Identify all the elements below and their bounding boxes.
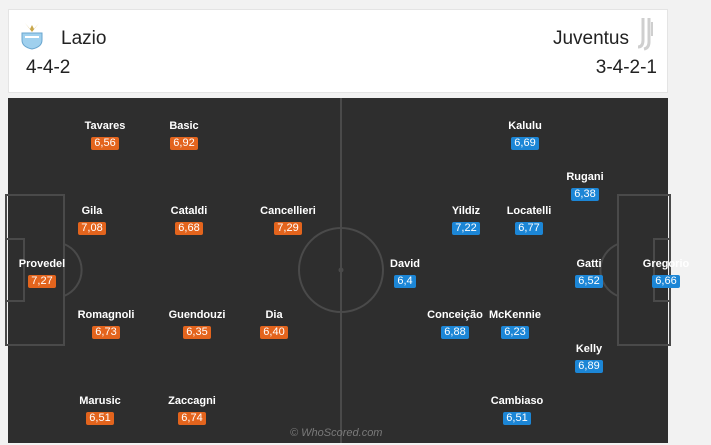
player-name: Marusic [79, 395, 121, 407]
player-rating-badge: 7,27 [28, 275, 56, 288]
home-player-marker[interactable]: Tavares 6,56 [60, 120, 150, 151]
player-rating-badge: 6,4 [394, 275, 416, 288]
away-player-marker[interactable]: Kalulu 6,69 [480, 120, 570, 151]
player-name: Gatti [576, 258, 602, 270]
player-name: Cancellieri [260, 205, 316, 217]
player-rating-badge: 7,22 [452, 222, 480, 235]
player-name: Kalulu [508, 120, 542, 132]
away-player-marker[interactable]: Conceição 6,88 [410, 309, 500, 340]
whoscored-watermark: © WhoScored.com [290, 427, 383, 439]
player-name: McKennie [489, 309, 541, 321]
away-player-marker[interactable]: Gregorio 6,66 [621, 258, 711, 289]
away-player-marker[interactable]: Yildiz 7,22 [421, 205, 511, 236]
player-rating-badge: 6,68 [175, 222, 203, 235]
player-name: Locatelli [506, 205, 552, 217]
home-player-marker[interactable]: Zaccagni 6,74 [147, 395, 237, 426]
player-name: Provedel [18, 258, 66, 270]
player-name: Rugani [566, 171, 604, 183]
player-name: Dia [265, 309, 283, 321]
away-formation: 3-4-2-1 [595, 57, 657, 78]
home-player-marker[interactable]: Guendouzi 6,35 [152, 309, 242, 340]
home-team-name: Lazio [61, 28, 107, 49]
player-rating-badge: 6,51 [86, 412, 114, 425]
away-player-marker[interactable]: Cambiaso 6,51 [472, 395, 562, 426]
player-rating-badge: 6,77 [515, 222, 543, 235]
player-rating-badge: 6,89 [575, 360, 603, 373]
player-name: Cataldi [170, 205, 208, 217]
home-player-marker[interactable]: Basic 6,92 [139, 120, 229, 151]
home-player-marker[interactable]: Provedel 7,27 [0, 258, 87, 289]
player-rating-badge: 6,73 [92, 326, 120, 339]
player-rating-badge: 6,38 [571, 188, 599, 201]
player-name: Romagnoli [77, 309, 135, 321]
player-name: Zaccagni [168, 395, 216, 407]
player-rating-badge: 6,51 [503, 412, 531, 425]
player-name: Gregorio [642, 258, 690, 270]
home-player-marker[interactable]: Romagnoli 6,73 [61, 309, 151, 340]
away-player-marker[interactable]: McKennie 6,23 [470, 309, 560, 340]
player-rating-badge: 6,23 [501, 326, 529, 339]
lazio-crest-icon [21, 23, 43, 50]
home-player-marker[interactable]: Cataldi 6,68 [144, 205, 234, 236]
player-name: Basic [169, 120, 199, 132]
player-name: Cambiaso [490, 395, 544, 407]
player-rating-badge: 6,52 [575, 275, 603, 288]
away-player-marker[interactable]: Gatti 6,52 [544, 258, 634, 289]
player-rating-badge: 6,40 [260, 326, 288, 339]
player-rating-badge: 6,88 [441, 326, 469, 339]
home-player-marker[interactable]: Gila 7,08 [47, 205, 137, 236]
player-name: Tavares [84, 120, 126, 132]
player-name: Yildiz [451, 205, 481, 217]
player-rating-badge: 7,08 [78, 222, 106, 235]
player-name: Guendouzi [168, 309, 226, 321]
away-player-marker[interactable]: David 6,4 [360, 258, 450, 289]
player-rating-badge: 6,74 [178, 412, 206, 425]
player-rating-badge: 6,56 [91, 137, 119, 150]
player-name: Conceição [427, 309, 483, 321]
player-name: Kelly [575, 343, 603, 355]
home-player-marker[interactable]: Cancellieri 7,29 [243, 205, 333, 236]
player-name: David [390, 258, 420, 270]
player-rating-badge: 6,35 [183, 326, 211, 339]
away-team-name: Juventus [552, 28, 629, 49]
player-rating-badge: 6,69 [511, 137, 539, 150]
home-player-marker[interactable]: Dia 6,40 [229, 309, 319, 340]
match-header: Lazio 4-4-2 Juventus 3-4-2-1 [8, 9, 668, 93]
player-rating-badge: 7,29 [274, 222, 302, 235]
away-player-marker[interactable]: Kelly 6,89 [544, 343, 634, 374]
player-name: Gila [81, 205, 103, 217]
player-rating-badge: 6,92 [170, 137, 198, 150]
home-formation: 4-4-2 [26, 57, 71, 78]
player-rating-badge: 6,66 [652, 275, 680, 288]
away-player-marker[interactable]: Locatelli 6,77 [484, 205, 574, 236]
juventus-crest-icon [637, 18, 653, 51]
home-player-marker[interactable]: Marusic 6,51 [55, 395, 145, 426]
pitch-markings [5, 98, 671, 443]
away-player-marker[interactable]: Rugani 6,38 [540, 171, 630, 202]
